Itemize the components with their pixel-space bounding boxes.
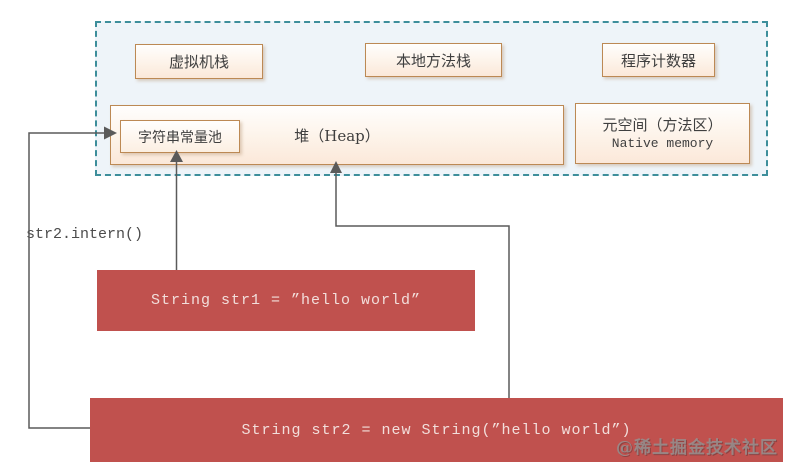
str1-statement-label: String str1 = ”hello world”: [150, 292, 422, 309]
jvm-memory-region: 虚拟机栈 本地方法栈 程序计数器 字符串常量池 堆（Heap） 元空间（方法区）…: [95, 21, 768, 176]
string-constant-pool-box: 字符串常量池: [120, 120, 240, 153]
str2-code-box: String str2 = new String(”hello world”) …: [90, 398, 783, 462]
arrow-str2-intern-to-pool: [28, 132, 105, 429]
metaspace-label-line2: Native memory: [611, 135, 714, 151]
program-counter-label: 程序计数器: [620, 51, 696, 70]
str1-code-box: String str1 = ”hello world”: [97, 270, 475, 331]
native-method-stack-box: 本地方法栈: [365, 43, 502, 77]
watermark: @稀土掘金技术社区: [616, 438, 778, 458]
metaspace-label-line1: 元空间（方法区）: [602, 115, 723, 134]
str2-statement-label: String str2 = new String(”hello world”): [241, 421, 632, 439]
metaspace-box: 元空间（方法区） Native memory: [575, 103, 750, 164]
string-constant-pool-label: 字符串常量池: [138, 129, 222, 146]
vm-stack-box: 虚拟机栈: [135, 44, 263, 79]
heap-box: 字符串常量池 堆（Heap）: [110, 105, 564, 165]
intern-call-label: str2.intern(): [24, 226, 146, 243]
heap-label: 堆（Heap）: [294, 126, 380, 145]
native-method-stack-label: 本地方法栈: [395, 51, 471, 70]
program-counter-box: 程序计数器: [602, 43, 715, 77]
vm-stack-label: 虚拟机栈: [168, 53, 229, 71]
